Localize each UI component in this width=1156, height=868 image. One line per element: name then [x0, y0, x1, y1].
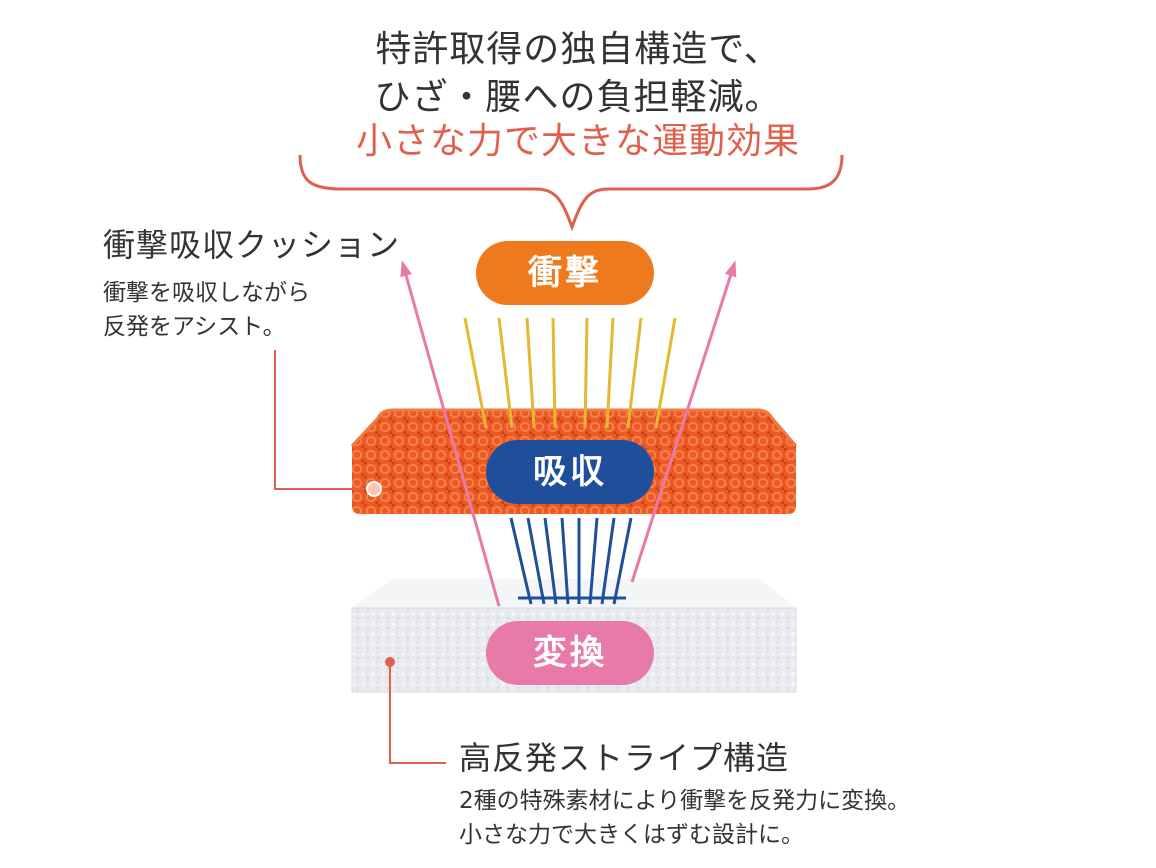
absorb-lines: [509, 517, 633, 605]
cushion-callout-desc-1: 衝撃を吸収しながら: [103, 280, 310, 306]
headline-line-1: 特許取得の独自構造で、: [375, 29, 781, 70]
absorb-label-pill: 吸収: [486, 440, 654, 504]
headline-line-2: ひざ・腰への負担軽減。: [374, 77, 782, 118]
rebound-arrows: [400, 260, 737, 607]
cushion-callout-title: 衝撃吸収クッション: [103, 226, 401, 264]
callout-leaders: [274, 350, 446, 764]
headline-bracket: [298, 154, 844, 232]
stripe-callout-desc-2: 小さな力で大きくはずむ設計に。: [459, 822, 804, 848]
stripe-callout-title: 高反発ストライプ構造: [459, 739, 790, 777]
stripe-callout-dot: [385, 657, 395, 667]
impact-lines: [463, 317, 677, 429]
cushion-callout-dot: [366, 481, 382, 497]
convert-label-pill: 変換: [486, 621, 654, 685]
cushion-callout-desc-2: 反発をアシスト。: [103, 314, 286, 340]
headline-accent-line: 小さな力で大きな運動効果: [355, 121, 800, 162]
impact-label-pill: 衝撃: [476, 241, 654, 305]
stripe-callout-desc-1: 2種の特殊素材により衝撃を反発力に変換。: [459, 788, 911, 814]
